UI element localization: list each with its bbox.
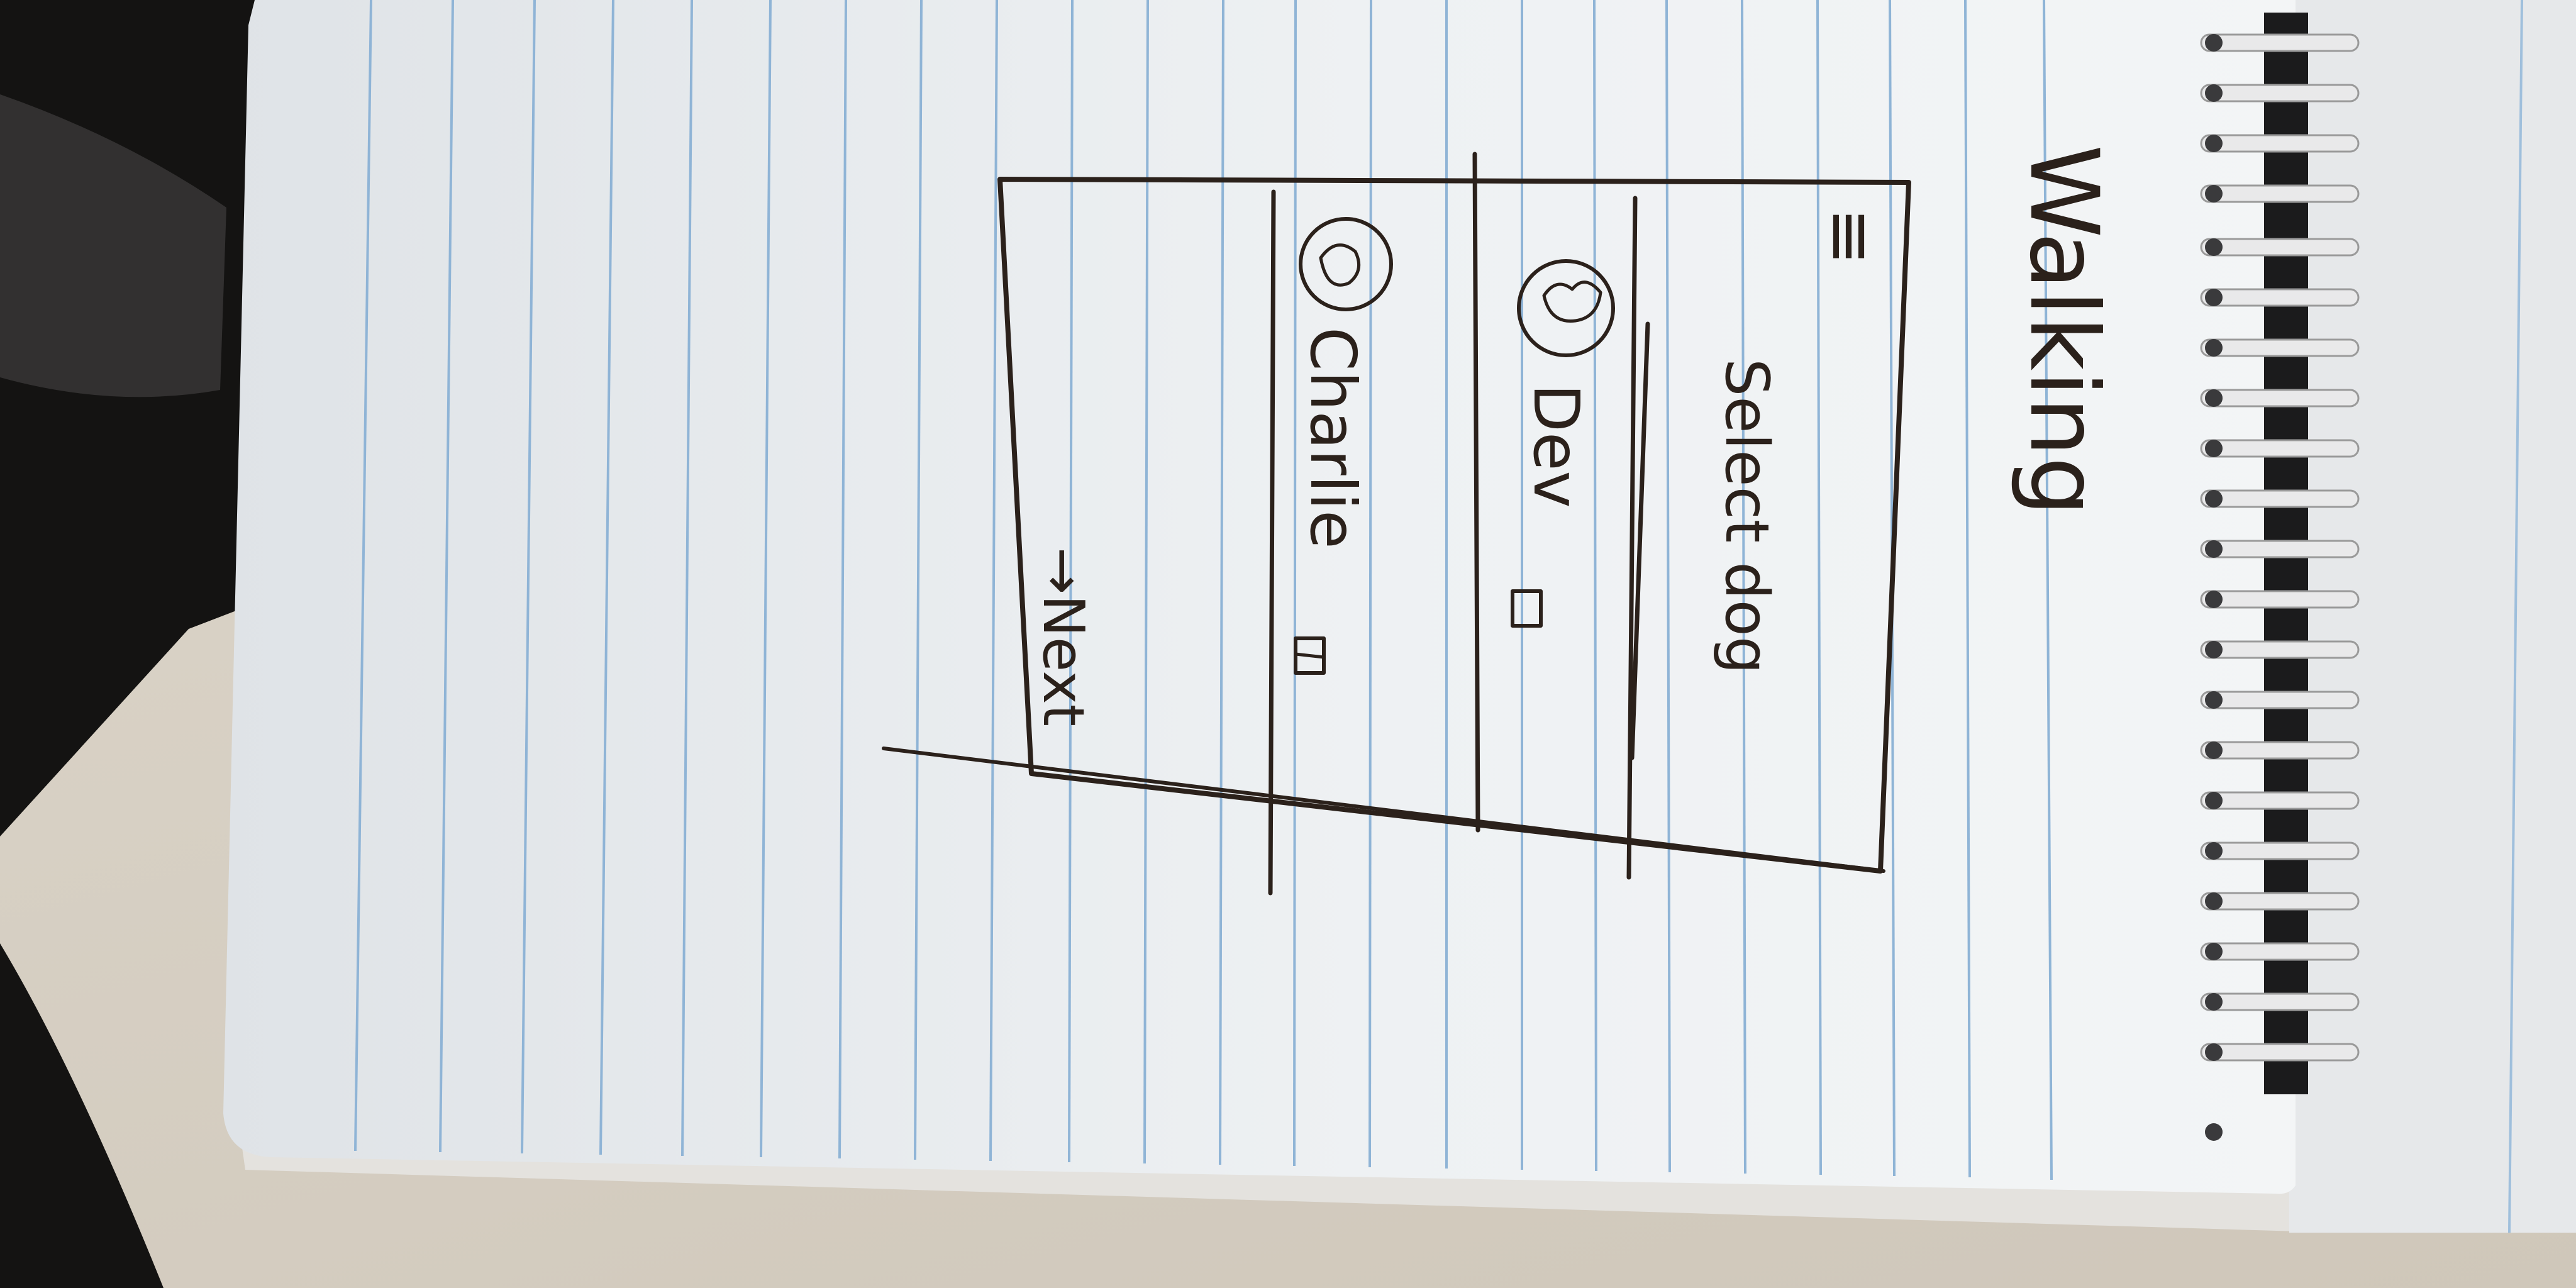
row-divider-1 bbox=[1472, 152, 1480, 833]
back-page bbox=[2289, 0, 2576, 1233]
checkbox-dev[interactable] bbox=[1511, 589, 1543, 628]
dog-avatar-charlie bbox=[1299, 217, 1393, 311]
next-button[interactable]: →Next bbox=[1030, 547, 1096, 726]
menu-icon[interactable]: ≡ bbox=[1811, 208, 1891, 265]
checkbox-mark bbox=[1294, 652, 1326, 659]
rule-lines bbox=[354, 0, 2053, 1180]
dog-avatar-dev bbox=[1517, 259, 1615, 357]
dog-face-icon bbox=[1319, 243, 1361, 287]
dog-name-dev: Dev bbox=[1519, 384, 1593, 508]
dog-name-charlie: Charlie bbox=[1296, 327, 1370, 549]
dog-row-charlie[interactable]: Charlie bbox=[1294, 217, 1393, 675]
notebook-page bbox=[223, 0, 2296, 1194]
back-page-margin bbox=[2508, 0, 2523, 1233]
background-object bbox=[0, 94, 226, 397]
bottom-line bbox=[882, 747, 1885, 873]
header-divider bbox=[1626, 196, 1638, 880]
page-heading: Walking bbox=[2009, 145, 2118, 516]
row-divider-2 bbox=[1268, 189, 1276, 896]
dog-face-icon bbox=[1542, 280, 1602, 323]
phone-wireframe: ≡ Select dog Dev Charlie →Next bbox=[882, 152, 1911, 896]
screen-title: Select dog bbox=[1712, 358, 1781, 674]
dog-row-dev[interactable]: Dev bbox=[1511, 259, 1615, 628]
spiral-binding bbox=[2200, 13, 2360, 1141]
selection-outline bbox=[1629, 321, 1650, 760]
